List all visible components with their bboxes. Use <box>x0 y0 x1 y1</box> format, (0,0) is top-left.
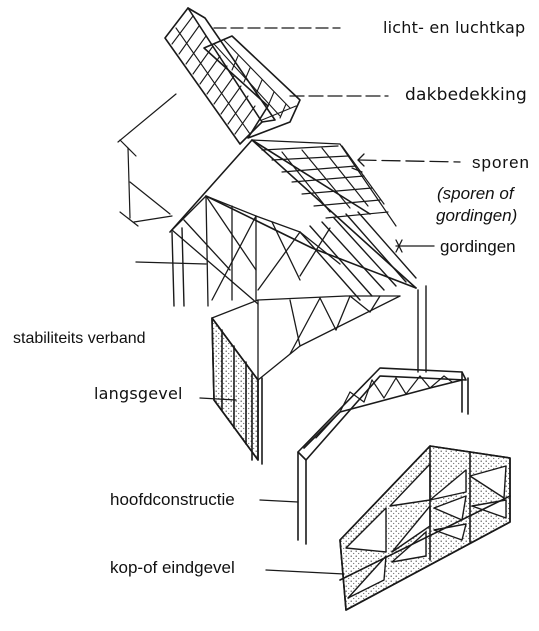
dakbedekking-part <box>203 35 301 139</box>
leader-lines <box>135 27 461 575</box>
label-sporen: sporen <box>472 153 530 172</box>
leader-langsgevel <box>199 397 237 401</box>
label-stabiliteits-verband: stabiliteits verband <box>13 330 146 347</box>
building-frame <box>169 139 427 381</box>
label-hoofdconstructie: hoofdconstructie <box>110 490 235 509</box>
label-sporen-of-gordingen-2: gordingen) <box>436 206 518 225</box>
leader-kop-of-eindgevel <box>265 569 345 575</box>
label-langsgevel: langsgevel <box>94 384 183 403</box>
leader-hoofdconstructie <box>259 499 299 503</box>
label-sporen-of-gordingen-1: (sporen of <box>437 184 514 203</box>
label-gordingen: gordingen <box>440 237 516 256</box>
label-dakbedekking: dakbedekking <box>405 85 527 105</box>
hoofdconstructie-part <box>297 367 469 545</box>
label-licht-en-luchtkap: licht- en luchtkap <box>383 18 526 37</box>
leader-sporen <box>357 159 461 163</box>
licht-en-luchtkap-part <box>164 7 276 145</box>
label-kop-of-eindgevel: kop-of eindgevel <box>110 558 235 577</box>
langsgevel-part <box>211 317 263 465</box>
dimension-bracket <box>117 93 177 227</box>
kop-of-eindgevel-part <box>339 445 511 611</box>
leader-stabiliteits-verband <box>135 261 207 265</box>
